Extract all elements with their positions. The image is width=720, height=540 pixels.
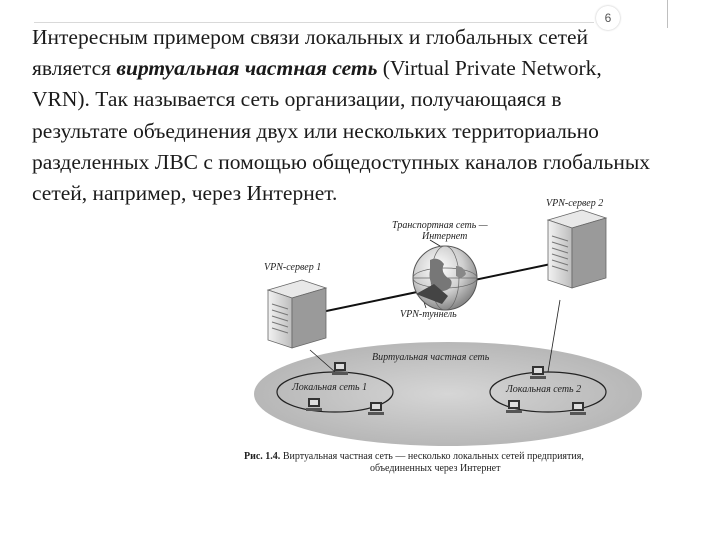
- server2-link: [547, 299, 561, 373]
- vpn-area: [254, 342, 642, 446]
- lan2-label: Локальная сеть 2: [505, 384, 581, 395]
- caption-line-2: объединенных через Интернет: [370, 463, 501, 474]
- vpn-label: Виртуальная частная сеть: [372, 352, 490, 363]
- lan2-computer-icon: [570, 402, 586, 415]
- figure-caption: Рис. 1.4. Виртуальная частная сеть — нес…: [244, 451, 654, 475]
- lan1-label: Локальная сеть 1: [291, 382, 367, 393]
- vpn-server-1-icon: [266, 279, 328, 349]
- paragraph-emphasis: виртуальная частная сеть: [116, 56, 378, 81]
- server1-label: VPN-сервер 1: [264, 262, 321, 273]
- transport-label: Транспортная сеть —: [392, 220, 488, 231]
- body-paragraph: Интересным примером связи локальных и гл…: [32, 22, 662, 209]
- page-number: 6: [596, 6, 620, 30]
- lan1-computer-icon: [306, 398, 322, 411]
- lan2-computer-icon: [530, 366, 546, 379]
- lan2-computer-icon: [506, 400, 522, 413]
- internet-globe-icon: [412, 245, 478, 311]
- server2-label: VPN-сервер 2: [546, 198, 603, 209]
- lan1-computer-icon: [332, 362, 348, 375]
- header-rule-left: [34, 22, 594, 23]
- tunnel-label: VPN-туннель: [400, 309, 457, 320]
- lan1-computer-icon: [368, 402, 384, 415]
- vpn-diagram: VPN-сервер 1 VPN-сервер 2 Транспортная с…: [240, 190, 660, 480]
- server1-link: [309, 349, 336, 373]
- header-rule-right: [667, 0, 668, 28]
- caption-number: Рис. 1.4.: [244, 451, 281, 462]
- paragraph-text-start: Интересным примером связи локальных и гл…: [32, 25, 589, 81]
- transport-label-internet: Интернет: [421, 231, 467, 242]
- vpn-diagram-svg: VPN-сервер 1 VPN-сервер 2 Транспортная с…: [254, 198, 642, 446]
- paragraph-text-end: (Virtual Private Network, VRN). Так назы…: [32, 56, 651, 206]
- vpn-server-2-icon: [546, 209, 608, 289]
- caption-line-1: Виртуальная частная сеть — несколько лок…: [282, 451, 584, 462]
